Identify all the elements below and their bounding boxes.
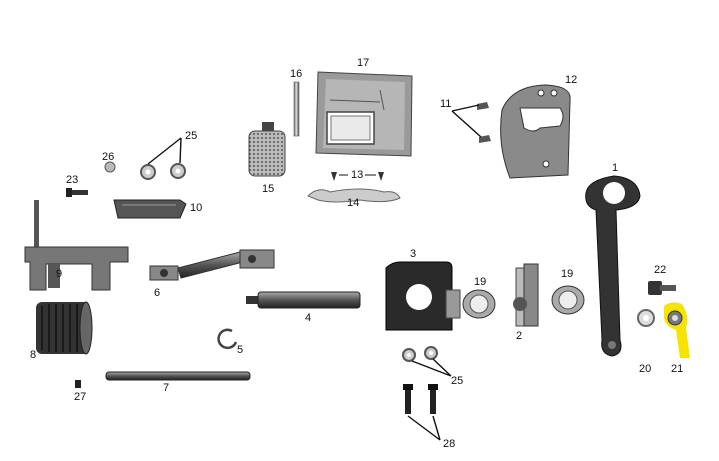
- label-part-12: 12: [565, 74, 578, 86]
- label-part-23: 23: [66, 174, 79, 186]
- label-part-28: 28: [443, 438, 456, 450]
- part-7-rod: [105, 371, 251, 381]
- label-part-10: 10: [190, 202, 203, 214]
- part-14-link: [307, 188, 401, 203]
- part-13-screws: [331, 172, 384, 181]
- label-part-26: 26: [102, 151, 115, 163]
- part-25-washers-lower: [402, 346, 452, 377]
- part-19-bearing-left: [462, 289, 496, 319]
- label-part-19-right: 19: [561, 268, 574, 280]
- part-25-washers-upper: [140, 137, 186, 180]
- label-part-7: 7: [163, 382, 170, 394]
- part-5-snap-ring: [217, 328, 238, 350]
- label-part-20: 20: [639, 363, 652, 375]
- part-23-screw: [66, 188, 88, 197]
- label-part-8: 8: [30, 349, 37, 361]
- label-part-11: 11: [440, 98, 452, 110]
- part-15-knurled-roller: [248, 122, 286, 177]
- part-22-screw: [648, 281, 676, 295]
- label-part-4: 4: [305, 312, 312, 324]
- label-part-19-left: 19: [474, 276, 487, 288]
- part-4-shaft: [246, 291, 361, 309]
- label-part-3: 3: [410, 248, 417, 260]
- label-part-5: 5: [237, 344, 244, 356]
- part-1-connecting-rod: [585, 175, 641, 357]
- part-11-screws: [451, 102, 491, 143]
- part-16-pin: [293, 81, 300, 137]
- part-28-bolts: [403, 384, 441, 441]
- label-part-1: 1: [612, 162, 619, 174]
- part-27-key: [75, 380, 81, 388]
- label-part-6: 6: [154, 287, 161, 299]
- part-8-roller: [36, 301, 93, 355]
- label-part-2: 2: [516, 330, 523, 342]
- label-part-25-lower: 25: [451, 375, 464, 387]
- part-3-block: [385, 261, 461, 331]
- label-part-16: 16: [290, 68, 303, 80]
- label-part-14: 14: [347, 197, 360, 209]
- part-10-bracket: [113, 199, 187, 219]
- part-26-nut: [104, 161, 116, 173]
- label-part-27: 27: [74, 391, 87, 403]
- part-9-bracket: [24, 200, 129, 291]
- label-part-21: 21: [671, 363, 684, 375]
- part-2-gear-block: [513, 263, 539, 327]
- part-20-washer: [637, 309, 655, 327]
- part-12-cover-plate: [500, 84, 571, 179]
- part-6-universal-joint: [149, 249, 275, 281]
- part-17-plate: [315, 71, 413, 157]
- part-21-highlighted: [664, 302, 690, 358]
- label-part-17: 17: [357, 57, 370, 69]
- label-part-22: 22: [654, 264, 667, 276]
- label-part-25-upper: 25: [185, 130, 198, 142]
- label-part-9: 9: [56, 268, 63, 280]
- part-19-bearing-right: [551, 285, 585, 315]
- label-part-13: 13: [351, 169, 364, 181]
- label-part-15: 15: [262, 183, 275, 195]
